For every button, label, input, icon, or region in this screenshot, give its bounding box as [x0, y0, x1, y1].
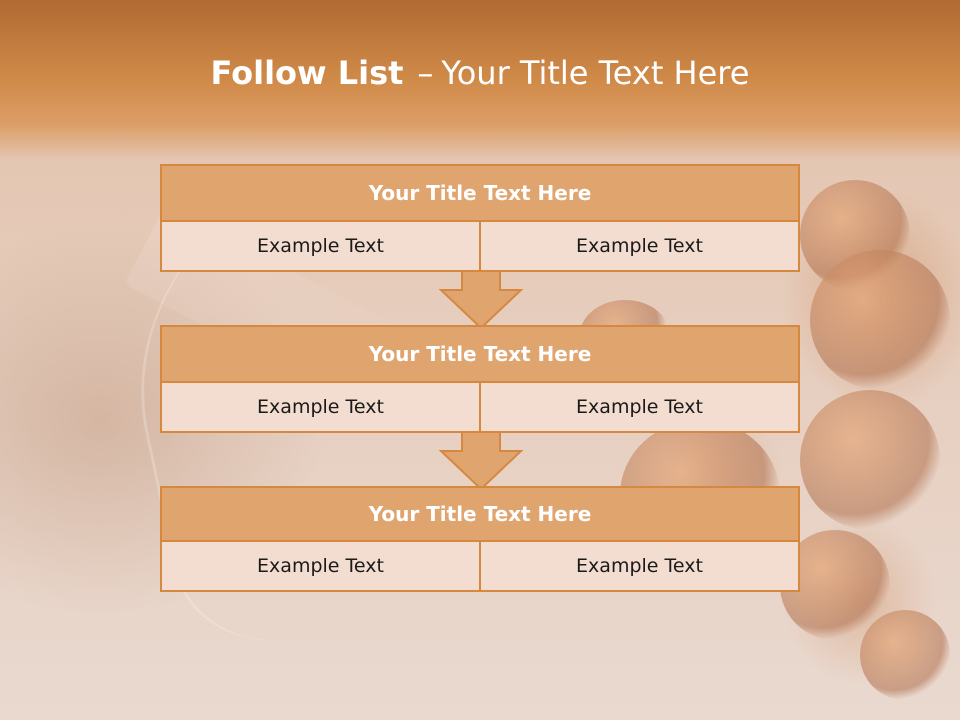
down-arrow-icon — [438, 431, 524, 491]
slide-title-rest: Your Title Text Here — [441, 54, 750, 92]
background-truffle — [800, 390, 940, 530]
step-title: Your Title Text Here — [160, 325, 800, 383]
step-row: Example Text Example Text — [160, 222, 800, 272]
slide-title: Follow List–Your Title Text Here — [0, 54, 960, 92]
step-cell-left: Example Text — [257, 235, 384, 257]
step-title: Your Title Text Here — [160, 486, 800, 542]
step-block-2: Your Title Text Here Example Text Exampl… — [160, 325, 800, 433]
step-block-1: Your Title Text Here Example Text Exampl… — [160, 164, 800, 272]
down-arrow-icon — [438, 270, 524, 330]
background-truffle — [860, 610, 950, 700]
step-row: Example Text Example Text — [160, 383, 800, 433]
step-cell-right: Example Text — [479, 542, 798, 590]
step-cell-right: Example Text — [479, 222, 798, 270]
step-cell-left: Example Text — [257, 396, 384, 418]
step-block-3: Your Title Text Here Example Text Exampl… — [160, 486, 800, 592]
background-truffle — [810, 250, 950, 390]
header-band — [0, 0, 960, 160]
step-row: Example Text Example Text — [160, 542, 800, 592]
step-title: Your Title Text Here — [160, 164, 800, 222]
slide-title-separator: – — [417, 54, 434, 92]
step-cell-right: Example Text — [479, 383, 798, 431]
step-cell-left: Example Text — [257, 555, 384, 577]
slide-title-strong: Follow List — [210, 54, 404, 92]
